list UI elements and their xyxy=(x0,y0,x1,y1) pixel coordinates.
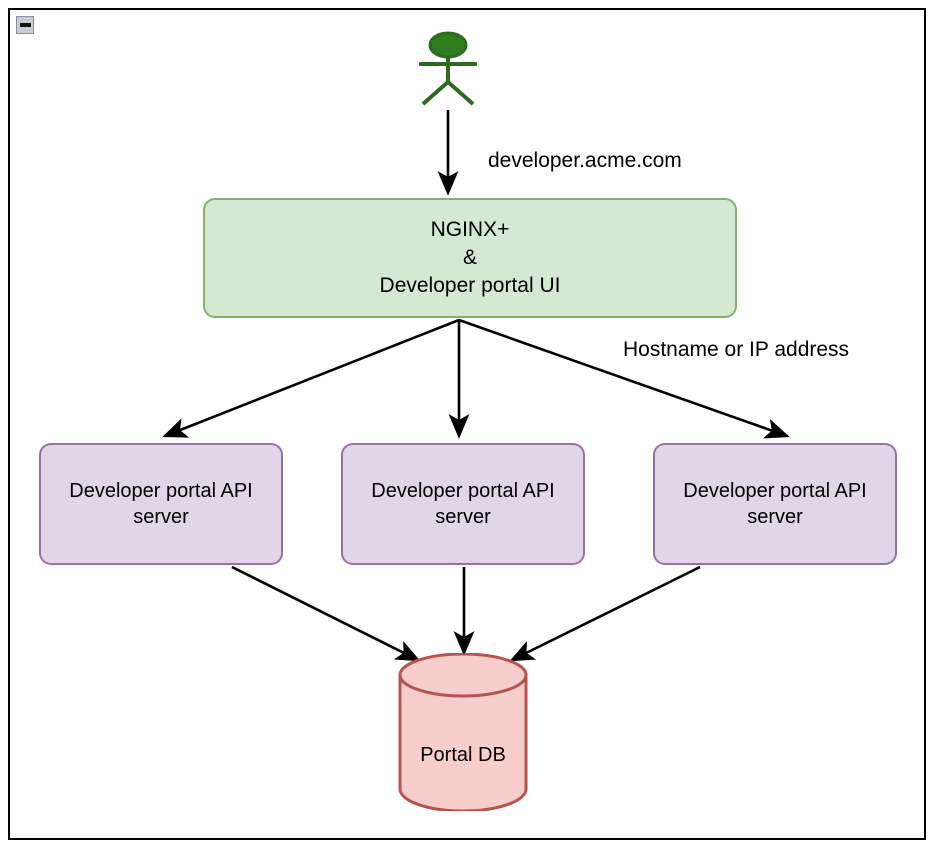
db-cylinder-body xyxy=(398,673,528,811)
nginx-node-line-1: NGINX+ xyxy=(430,218,510,242)
api-node-1-text: Developer portal API server xyxy=(69,478,252,531)
user-actor xyxy=(419,31,477,106)
edge-label-hostname: Hostname or IP address xyxy=(623,338,850,361)
actor-head-icon xyxy=(428,31,468,59)
api-node-3-line-1: Developer portal API xyxy=(683,479,867,502)
portal-db-node[interactable] xyxy=(398,653,528,811)
api-node-2-text: Developer portal API server xyxy=(371,478,554,531)
developer-portal-api-server-node-3[interactable]: Developer portal API server xyxy=(653,443,897,565)
minus-icon xyxy=(19,23,31,27)
api-node-1-line-1: Developer portal API xyxy=(69,479,253,502)
developer-portal-api-server-node-2[interactable]: Developer portal API server xyxy=(341,443,585,565)
api-node-1-line-2: server xyxy=(133,506,189,528)
developer-portal-api-server-node-1[interactable]: Developer portal API server xyxy=(39,443,283,565)
actor-leg-right-icon xyxy=(446,80,475,106)
actor-leg-left-icon xyxy=(421,80,450,106)
nginx-node-line-2: & xyxy=(462,246,477,270)
api-node-3-text: Developer portal API server xyxy=(683,478,866,531)
api-node-3-line-2: server xyxy=(747,506,803,528)
nginx-developer-portal-ui-node[interactable]: NGINX+ & Developer portal UI xyxy=(203,198,737,318)
api-node-2-line-2: server xyxy=(435,506,491,528)
collapse-button[interactable] xyxy=(16,16,34,34)
edge-label-domain: developer.acme.com xyxy=(488,149,682,172)
nginx-node-line-3: Developer portal UI xyxy=(379,273,561,297)
api-node-2-line-1: Developer portal API xyxy=(371,479,555,502)
db-cylinder-top xyxy=(398,653,528,698)
nginx-node-text: NGINX+ & Developer portal UI xyxy=(380,216,561,299)
